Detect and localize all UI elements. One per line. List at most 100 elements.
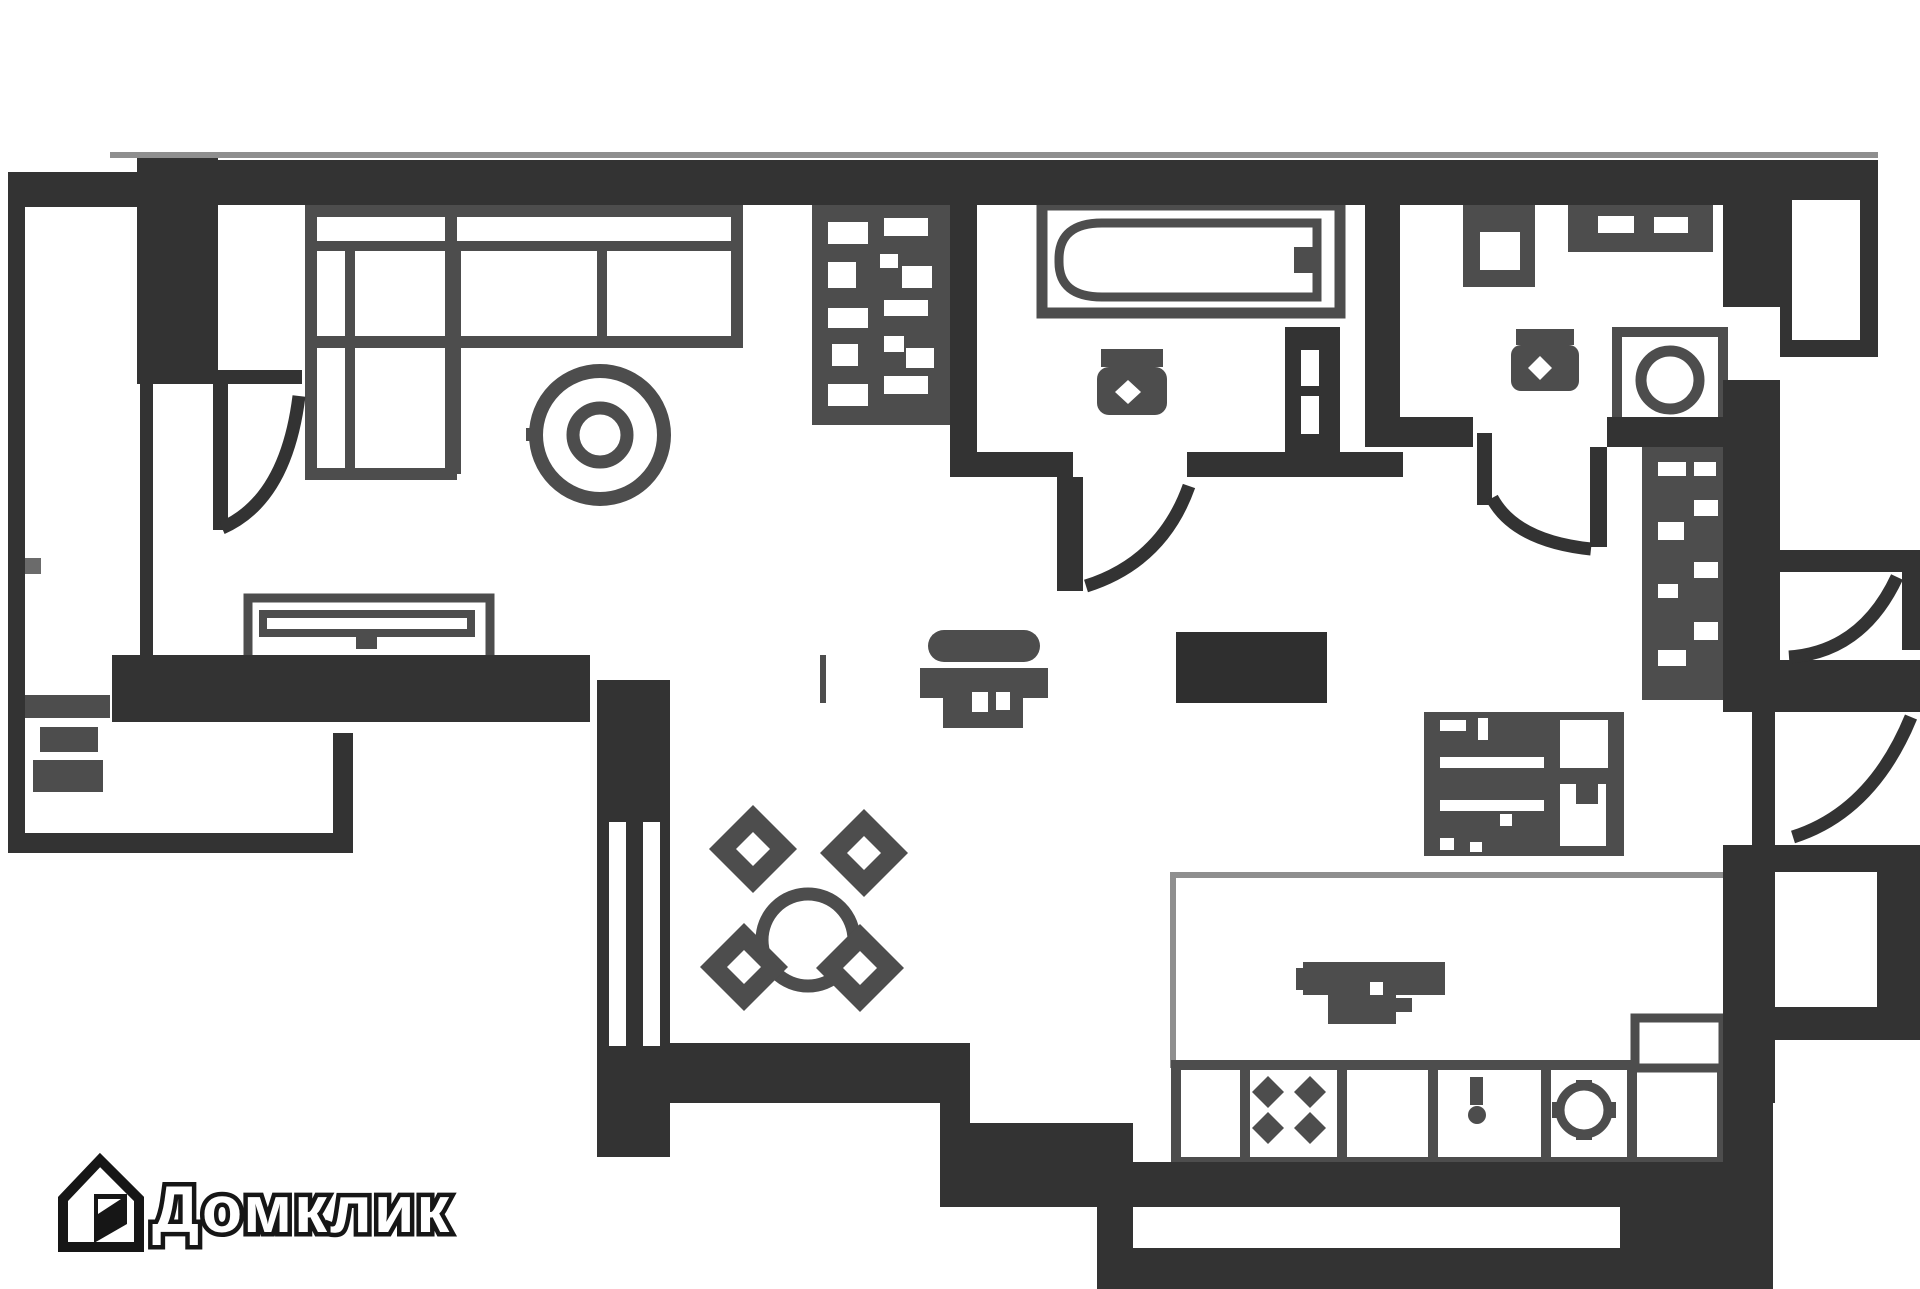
- balcony-wall-right: [1877, 872, 1920, 1007]
- wall-bottom-right-corner: [1620, 1162, 1773, 1289]
- hob-burner: [1294, 1076, 1326, 1108]
- bath-door-arc: [1083, 483, 1196, 593]
- wall-balcony-block: [1723, 845, 1775, 1103]
- wall-entry-block: [137, 158, 218, 374]
- toilet2-hole: [1528, 356, 1552, 380]
- storage-slot: [1478, 718, 1488, 740]
- balcony-door-leaf-upper: [1902, 550, 1920, 650]
- wall-entry-lintel: [137, 370, 302, 384]
- storage-slot: [1470, 842, 1482, 852]
- counter-divider: [1428, 1065, 1438, 1162]
- shoe-cabinet: [33, 760, 103, 792]
- wall-right-top: [1723, 205, 1780, 307]
- bathtub-inner: [1054, 218, 1322, 302]
- storage-slot: [1440, 800, 1544, 811]
- storage-slot: [1440, 838, 1454, 850]
- wardrobe-slot: [884, 336, 904, 352]
- kitchen-counter-upper-box: [1630, 1013, 1728, 1073]
- storage-slot: [1440, 720, 1466, 731]
- wardrobe-slot: [828, 384, 868, 406]
- hob-burner: [1252, 1112, 1284, 1144]
- wardrobe-slot: [884, 300, 928, 316]
- wardrobe-slot: [884, 218, 928, 236]
- wall-balcony-stub1: [1780, 550, 1920, 572]
- tall-cabinet-slot: [1658, 584, 1678, 598]
- toilet-hole: [1115, 380, 1141, 404]
- laundry-shelf-slot: [1654, 217, 1688, 233]
- room-label-blob: [1396, 998, 1412, 1012]
- wardrobe-slot: [832, 344, 858, 366]
- wall-top: [140, 160, 1780, 205]
- wall-right-mid: [1723, 380, 1780, 660]
- built-in-closet: [1176, 632, 1327, 703]
- tall-cabinet-slot: [1658, 522, 1684, 540]
- storage-box: [1560, 720, 1608, 768]
- tall-cabinet-slot: [1658, 462, 1686, 476]
- room-label-blob: [1328, 994, 1396, 1024]
- laundry-shelf: [1568, 200, 1713, 252]
- column-slit: [643, 822, 660, 1046]
- corridor-line: [820, 655, 826, 703]
- bathtub-faucet: [1294, 247, 1318, 273]
- wall-bottom-connector: [1097, 1207, 1133, 1289]
- bath-door-leaf: [1057, 477, 1083, 591]
- wall-entry-bottom: [13, 833, 353, 853]
- wall-bath-bottom-right: [1187, 452, 1403, 477]
- tall-cabinet-slot: [1694, 462, 1716, 476]
- sofa-divider-2: [597, 241, 607, 342]
- shaft-slot: [1301, 350, 1319, 386]
- wardrobe-slot: [828, 262, 856, 288]
- sofa-back-line: [311, 241, 737, 251]
- hob-burner: [1294, 1112, 1326, 1144]
- wall-under-counter: [1128, 1162, 1620, 1207]
- wall-entry-right: [333, 733, 353, 836]
- wall-left-corner: [8, 172, 140, 207]
- wardrobe-slot: [828, 222, 868, 244]
- balcony-door-arc-lower: [1790, 714, 1918, 844]
- dining-chair-pad: [727, 950, 761, 984]
- wall-bottom-band: [1133, 1248, 1620, 1289]
- counter-divider: [1240, 1065, 1250, 1162]
- wardrobe-slot: [880, 254, 898, 268]
- wall-left: [8, 172, 25, 853]
- tv-console-shelf: [259, 610, 475, 637]
- logo-wordmark: Домклик: [152, 1172, 451, 1246]
- round-burner-nub: [1576, 1130, 1592, 1140]
- sofa-divider-1: [451, 241, 461, 474]
- sink-drain: [1468, 1106, 1486, 1124]
- ceiling-lamp-tick: [526, 428, 540, 441]
- balcony-door-arc-upper: [1788, 574, 1903, 664]
- round-burner-nub: [1576, 1080, 1592, 1090]
- shaft-slot: [1301, 396, 1319, 434]
- entry-door-arc: [219, 395, 306, 534]
- toilet2-tank: [1516, 329, 1574, 345]
- round-burner-nub: [1606, 1102, 1616, 1118]
- top-right-frame-inner: [1792, 200, 1860, 340]
- dining-chair-pad: [736, 832, 770, 866]
- dining-chair-pad: [847, 836, 881, 870]
- armchair-notch: [996, 692, 1010, 710]
- room-label-blob: [1296, 968, 1308, 990]
- dryer-door: [1480, 232, 1520, 270]
- shoe-cabinet: [40, 727, 98, 752]
- laundry-shelf-slot: [1598, 216, 1634, 233]
- wall-bath-divider: [1365, 205, 1400, 447]
- wardrobe-slot: [906, 348, 934, 368]
- storage-box-notch: [1576, 784, 1598, 804]
- wall-hall-band: [112, 655, 590, 722]
- top-facade-line: [110, 152, 1878, 158]
- storage-slot: [1440, 757, 1544, 768]
- plumbing-shaft: [1285, 327, 1340, 453]
- wall-balcony-mid: [1723, 660, 1920, 712]
- tv-device: [356, 636, 377, 649]
- wall-room2-bottom-left: [1400, 417, 1473, 447]
- dining-chair-pad: [843, 951, 877, 985]
- armchair-back: [928, 630, 1040, 662]
- wall-room2-bottom-right: [1607, 417, 1723, 447]
- kitchen-zone-line-h: [1170, 872, 1727, 878]
- ceiling-lamp-inner: [566, 401, 634, 469]
- storage-slot: [1500, 814, 1512, 826]
- counter-divider: [1541, 1065, 1551, 1162]
